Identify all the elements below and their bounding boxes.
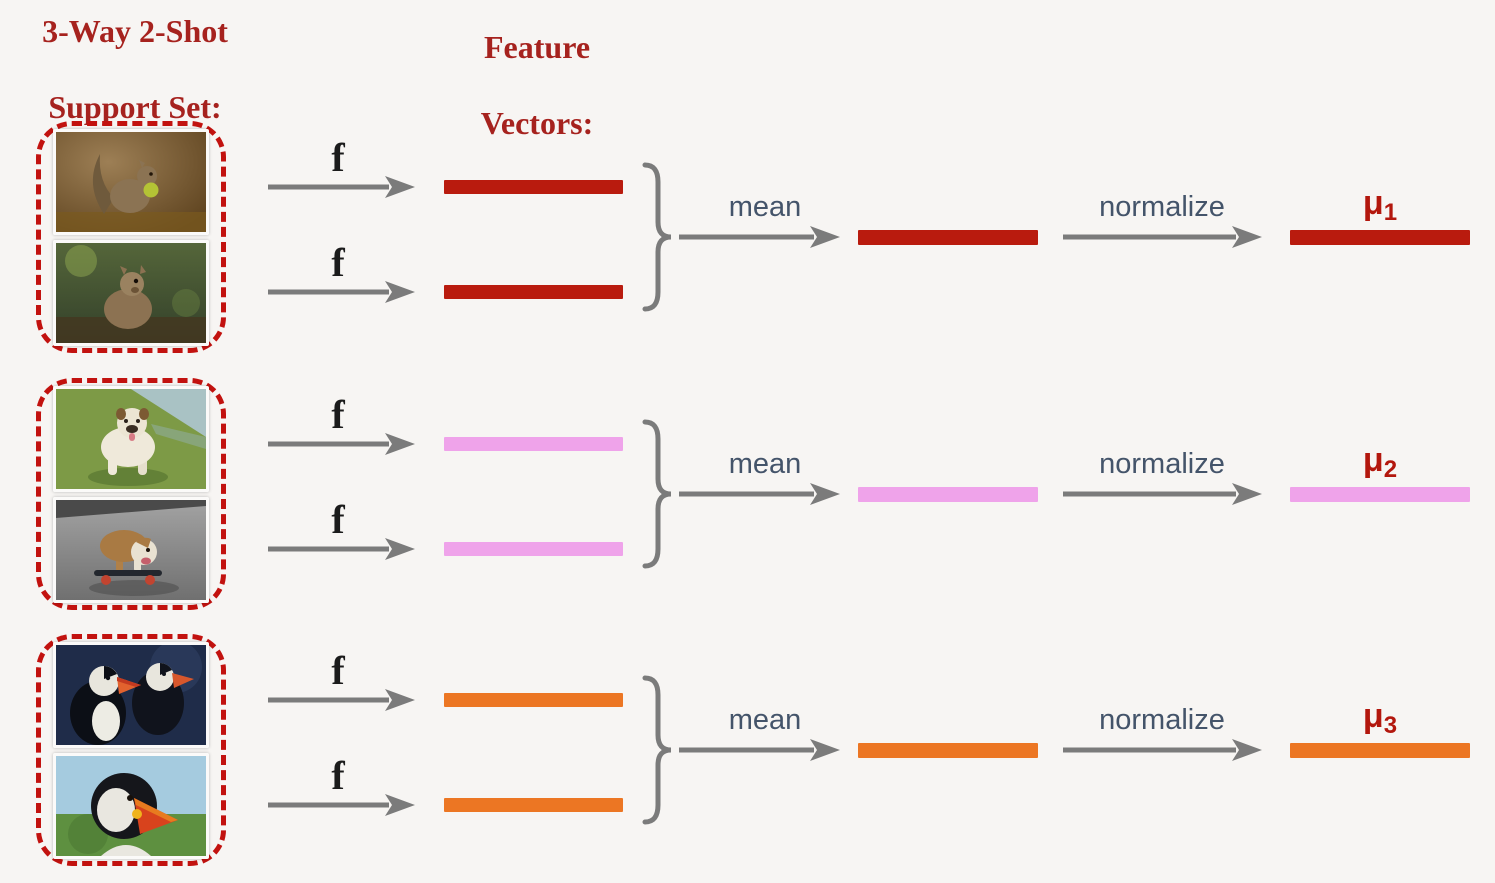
support-set-group: [36, 634, 226, 866]
normalize-arrow-icon: [1063, 226, 1262, 248]
mu-symbol: μ: [1362, 697, 1384, 735]
normalize-arrow-icon: [1063, 739, 1262, 761]
brace-icon: [642, 419, 693, 569]
brace-icon: [642, 675, 693, 825]
mu-symbol: μ: [1362, 184, 1384, 222]
support-set-group: [36, 378, 226, 610]
class-row-bulldog: f f mean normalize μ2: [0, 369, 1495, 619]
support-set-heading-line1: 3-Way 2-Shot: [42, 13, 228, 49]
f-label: f: [331, 392, 345, 437]
f-label: f: [331, 497, 345, 542]
prototype-vector-bar: [1290, 743, 1470, 758]
mu-2-label: μ2: [1290, 441, 1470, 489]
prototype-vector-bar: [1290, 230, 1470, 245]
mean-vector-bar: [858, 743, 1038, 758]
mu-subscript: 3: [1383, 712, 1398, 739]
squirrel-eating-apple-photo: [53, 128, 209, 235]
squirrel-in-forest-photo: [53, 239, 209, 346]
feature-vector-bar: [444, 180, 623, 194]
normalize-arrow-icon: [1063, 483, 1262, 505]
mu-1-label: μ1: [1290, 184, 1470, 232]
class-row-puffin: f f mean normalize μ3: [0, 625, 1495, 875]
f-label: f: [331, 240, 345, 285]
feature-vector-bar: [444, 542, 623, 556]
mu-3-label: μ3: [1290, 697, 1470, 745]
puffin-closeup-photo: [53, 752, 209, 859]
feature-vectors-heading-line2: Vectors:: [480, 105, 594, 141]
mean-arrow-icon: [691, 739, 840, 761]
f-arrow-icon: [268, 538, 415, 560]
support-set-heading: 3-Way 2-Shot Support Set:: [10, 12, 260, 126]
f-arrow-icon: [268, 176, 415, 198]
mean-arrow-icon: [691, 226, 840, 248]
two-puffins-photo: [53, 641, 209, 748]
mean-arrow-icon: [691, 483, 840, 505]
f-label: f: [331, 648, 345, 693]
mu-subscript: 2: [1383, 456, 1398, 483]
mu-subscript: 1: [1383, 199, 1398, 226]
mean-vector-bar: [858, 230, 1038, 245]
f-arrow-icon: [268, 433, 415, 455]
f-label: f: [331, 753, 345, 798]
f-arrow-icon: [268, 794, 415, 816]
normalize-label: normalize: [1099, 704, 1225, 736]
mean-label: mean: [728, 704, 802, 736]
feature-vectors-heading: Feature Vectors:: [437, 28, 637, 142]
prototype-vector-bar: [1290, 487, 1470, 502]
normalize-label: normalize: [1099, 448, 1225, 480]
feature-vector-bar: [444, 798, 623, 812]
f-label: f: [331, 135, 345, 180]
support-set-group: [36, 121, 226, 353]
brace-icon: [642, 162, 693, 312]
feature-vectors-heading-line1: Feature: [483, 29, 591, 65]
mean-label: mean: [728, 191, 802, 223]
mu-symbol: μ: [1362, 441, 1384, 479]
bulldog-standing-in-grass-photo: [53, 385, 209, 492]
feature-vector-bar: [444, 693, 623, 707]
mean-vector-bar: [858, 487, 1038, 502]
class-row-squirrel: f f mean normalize μ1: [0, 112, 1495, 362]
f-arrow-icon: [268, 689, 415, 711]
feature-vector-bar: [444, 285, 623, 299]
mean-label: mean: [728, 448, 802, 480]
feature-vector-bar: [444, 437, 623, 451]
support-set-heading-line2: Support Set:: [48, 89, 222, 125]
bulldog-on-skateboard-photo: [53, 496, 209, 603]
normalize-label: normalize: [1099, 191, 1225, 223]
f-arrow-icon: [268, 281, 415, 303]
